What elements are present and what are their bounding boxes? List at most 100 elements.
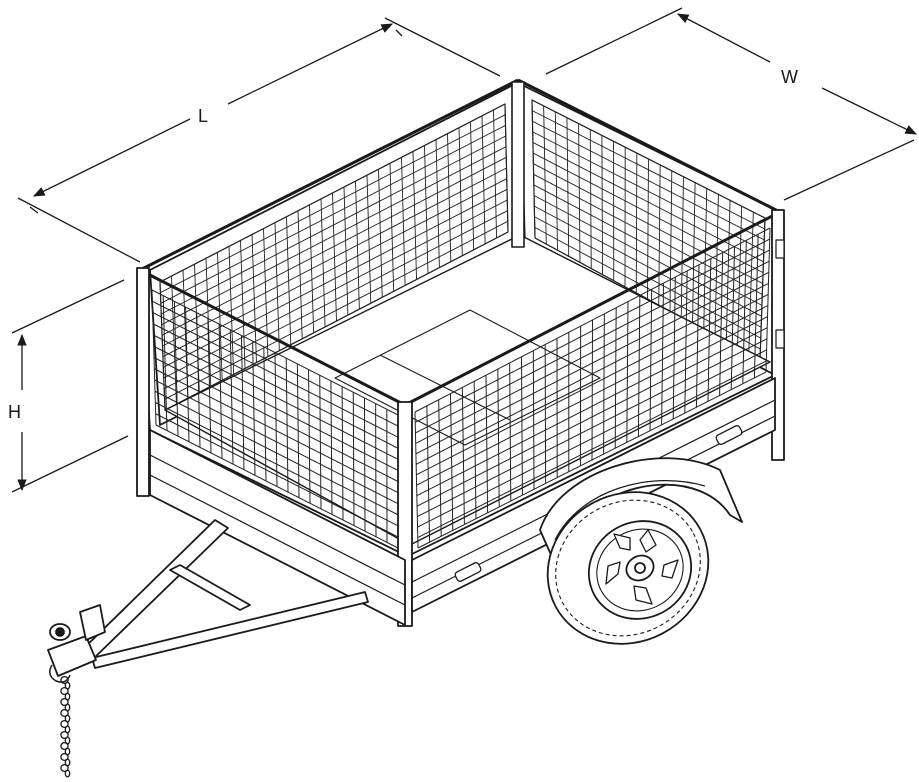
mesh-wire [566, 117, 570, 257]
mesh-wire [417, 360, 767, 538]
length-extension-line-right [384, 17, 501, 77]
mesh-wire [532, 350, 535, 490]
mesh-wire [415, 282, 769, 465]
mesh-wire [521, 356, 523, 496]
mesh-wire [473, 381, 477, 519]
height-extension-line-bottom [11, 435, 129, 493]
chain-link [60, 719, 69, 729]
mesh-wire [155, 413, 399, 538]
length-tick-right [395, 29, 403, 37]
dimension-height [11, 279, 129, 493]
mesh-wire [532, 110, 765, 230]
mesh-wire [614, 307, 617, 449]
mesh-wire [450, 393, 454, 531]
hinge-lower [775, 329, 785, 349]
mesh-wire [533, 173, 763, 295]
mesh-wire [532, 131, 765, 252]
dimension-length [17, 17, 501, 263]
trailer-floor [164, 234, 771, 546]
mesh-wire [415, 249, 770, 434]
front-mesh-grid [151, 227, 771, 549]
mesh-wire [531, 99, 766, 219]
hinge-upper [775, 239, 785, 259]
mesh-wire [647, 158, 649, 300]
mesh-wire [543, 105, 547, 245]
mesh-wire [414, 411, 419, 549]
mesh-wire [163, 199, 508, 379]
mesh-wire [714, 194, 719, 336]
mesh-wire [684, 270, 688, 414]
mesh-wire [153, 334, 399, 460]
mesh-wire [160, 114, 506, 294]
mesh-wire [153, 357, 399, 482]
length-dimension-line-a [32, 118, 191, 197]
mesh-wire [415, 260, 770, 444]
mesh-wire [163, 188, 508, 368]
chain-link [60, 708, 69, 718]
cage-top-rail-front-right [404, 210, 781, 407]
mesh-wire [414, 227, 771, 413]
mesh-wire [161, 146, 507, 326]
mesh-wire [753, 234, 759, 378]
mesh-wire [497, 369, 500, 507]
mesh-wire [155, 424, 399, 549]
mesh-wire [748, 212, 754, 354]
tyre-tread [555, 499, 701, 637]
mesh-wire [417, 338, 768, 518]
mesh-wire [765, 227, 771, 373]
hitch-coupling [47, 604, 106, 683]
mesh-wire [485, 375, 489, 513]
mesh-wire [416, 327, 768, 507]
dimension-width [545, 7, 918, 201]
mesh-wire [416, 305, 769, 486]
mesh-wire [426, 405, 431, 543]
dimension-label-length: L [198, 106, 208, 126]
mesh-wire [672, 277, 676, 419]
chain-link [60, 752, 69, 762]
mesh-wire [680, 176, 684, 318]
dimension-label-height: H [8, 402, 21, 422]
drawbar-arm-right [91, 591, 369, 669]
mesh-wire [578, 123, 581, 263]
length-tick-left [29, 206, 39, 214]
mesh-wire [155, 402, 399, 527]
cage-top-rail-front-left [139, 268, 406, 407]
dimension-label-width: W [781, 67, 798, 87]
mesh-wire [152, 312, 399, 438]
mesh-wire [417, 349, 767, 528]
mesh-wire [591, 319, 593, 461]
chain-link [60, 675, 69, 685]
chain-link [60, 741, 69, 751]
mesh-wire [533, 184, 763, 306]
mesh-wire [531, 99, 536, 239]
cage-top-rail-rear-left [139, 78, 519, 272]
mesh-wire [415, 238, 770, 423]
tub-side-front-left [149, 429, 406, 626]
corner-post-rear [511, 81, 525, 248]
mesh-wire [509, 362, 512, 502]
mesh-wire [164, 231, 509, 411]
length-dimension-line-b [227, 23, 394, 105]
mesh-wire [533, 163, 763, 284]
height-extension-line-top [11, 279, 125, 334]
mesh-wire [160, 124, 506, 304]
mesh-wire [533, 195, 762, 317]
mesh-wire [742, 240, 747, 384]
mesh-wire [153, 345, 399, 471]
mesh-wire [635, 153, 638, 293]
mesh-wire [649, 289, 653, 431]
mesh-wire [417, 371, 767, 549]
mesh-wire [161, 156, 507, 336]
mesh-wire [154, 390, 399, 516]
tie-down-front [454, 562, 482, 582]
mesh-wire [554, 111, 558, 251]
mesh-wire [151, 289, 399, 416]
mesh-wire [154, 379, 399, 505]
mesh-wire [658, 164, 661, 306]
wheel-assembly [539, 457, 743, 645]
mesh-wire [152, 323, 399, 449]
mesh-wire [161, 135, 506, 315]
mesh-wire [162, 178, 507, 358]
width-dimension-line-a [676, 13, 771, 63]
